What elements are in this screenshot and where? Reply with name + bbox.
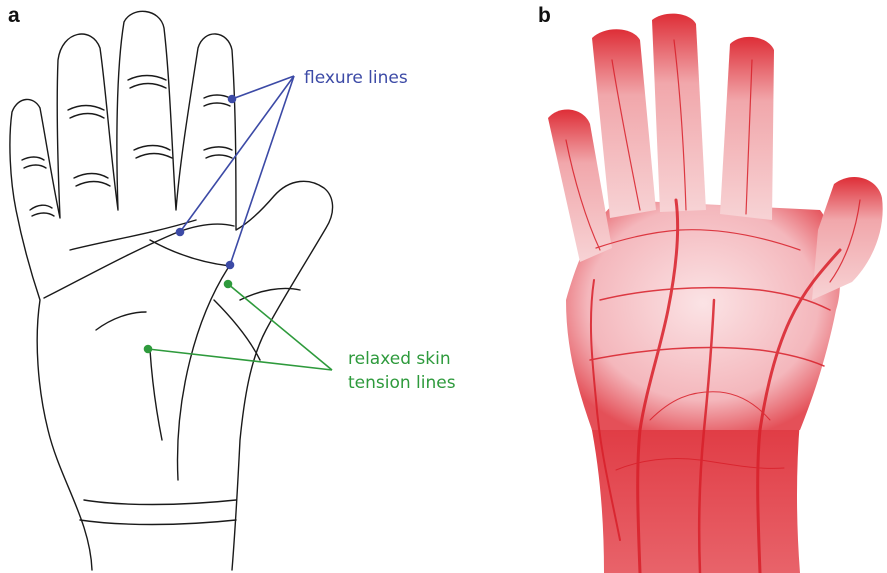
vascular-hand-image: [548, 14, 883, 573]
rstl-label-line2: tension lines: [348, 373, 456, 393]
rstl-point-2: [145, 346, 152, 353]
flexure-point-2: [177, 229, 184, 236]
rstl-leader-2: [148, 349, 332, 370]
rstl-point-1: [225, 281, 232, 288]
rstl-label-line1: relaxed skin: [348, 349, 451, 369]
flexure-leader-2: [180, 76, 294, 232]
hand-sketch: [10, 11, 333, 570]
vascular-middle-finger: [652, 14, 706, 212]
rstl-annotation: [145, 281, 333, 371]
rstl-leader-1: [228, 284, 332, 370]
vascular-thumb: [812, 177, 883, 300]
flexure-lines-label: flexure lines: [304, 68, 408, 88]
flexure-leader-3: [230, 76, 294, 265]
vascular-wrist: [590, 420, 800, 573]
flexure-point-1: [229, 96, 236, 103]
flexure-point-3: [227, 262, 234, 269]
